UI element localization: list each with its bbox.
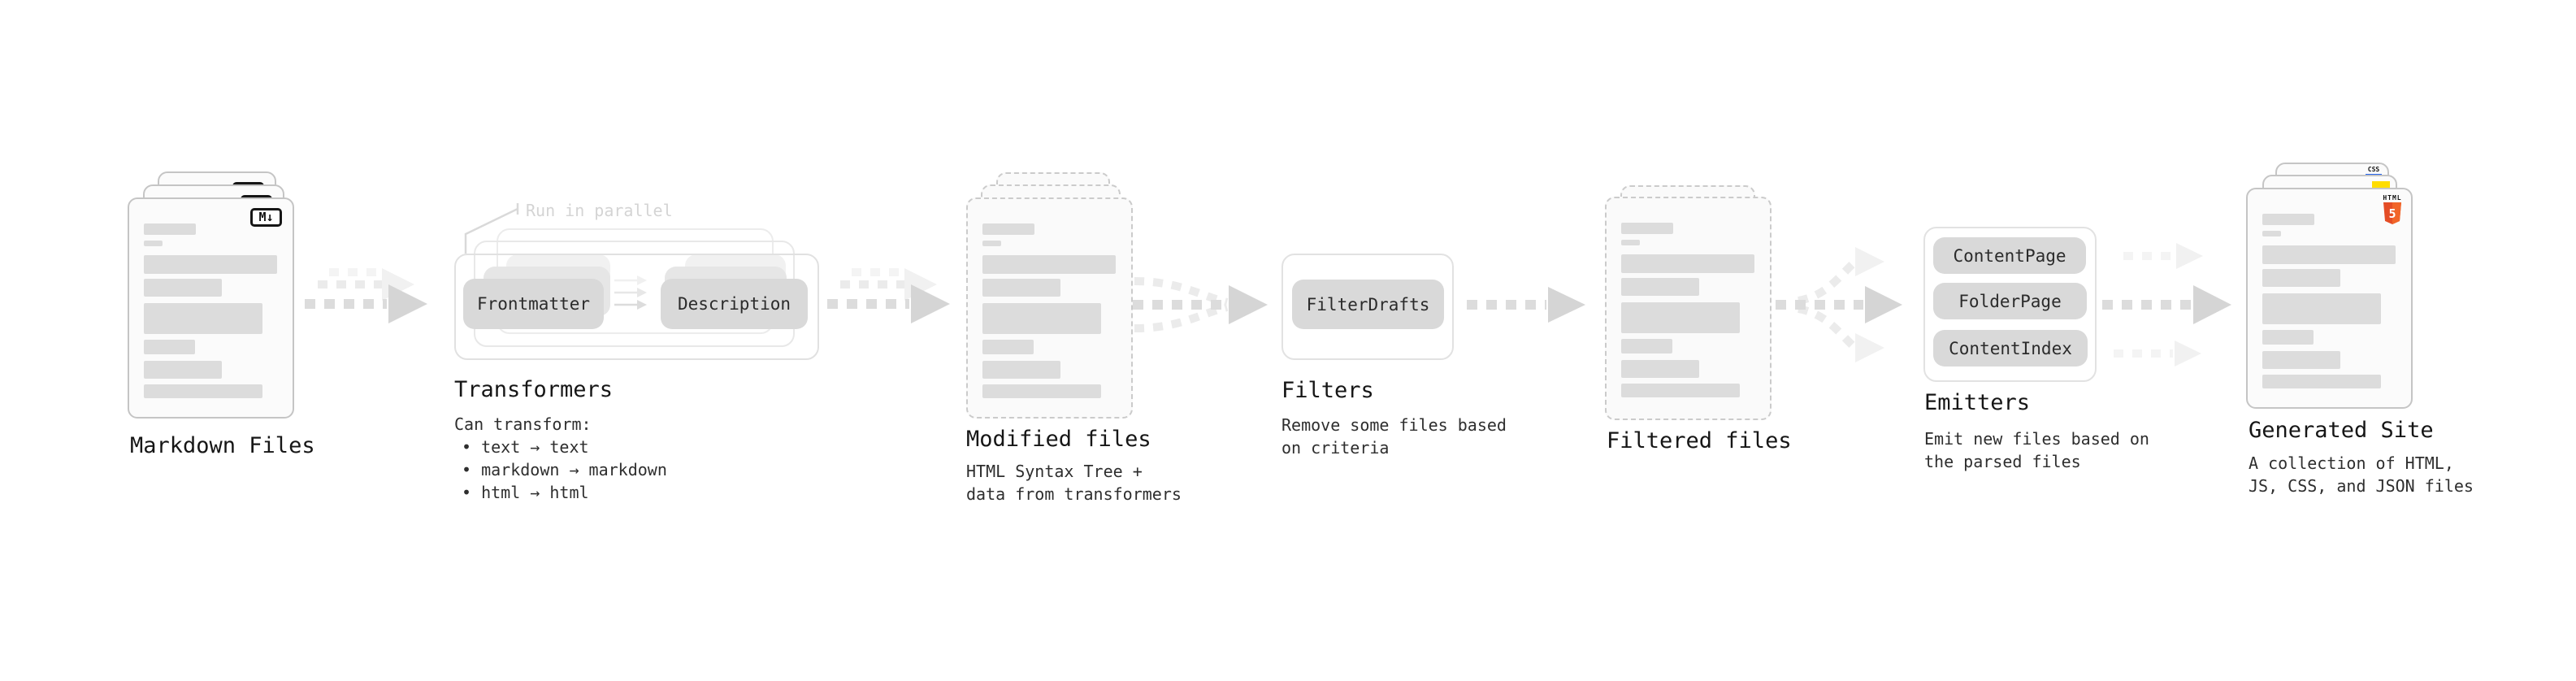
emitters-description: Emit new files based on the parsed files (1924, 429, 2149, 471)
filterdrafts-pill: FilterDrafts (1292, 280, 1444, 329)
modified-files-description: HTML Syntax Tree + data from transformer… (966, 462, 1182, 504)
contentindex-pill: ContentIndex (1933, 330, 2088, 367)
html5-icon: HTML 5 (2383, 194, 2402, 228)
folderpage-pill: FolderPage (1933, 283, 2087, 319)
flow-arrow-merge-to-filters (1133, 277, 1268, 332)
run-in-parallel-annotation: Run in parallel (526, 201, 673, 220)
description-pill: Description (661, 279, 808, 329)
transformer-inner-arrows (614, 275, 647, 310)
flow-arrow-files-to-transformers (305, 268, 427, 323)
modified-files-label: Modified files (966, 427, 1151, 452)
flow-arrow-branch-to-emitters (1776, 247, 1902, 362)
generated-site-label: Generated Site (2249, 418, 2434, 443)
markdown-icon: M↓ (250, 208, 282, 227)
filtered-doc-front (1605, 197, 1772, 420)
generated-doc-front: HTML 5 (2246, 188, 2413, 409)
filters-description: Remove some files based on criteria (1281, 415, 1507, 458)
transformers-description: Can transform: • text → text • markdown … (454, 414, 667, 502)
generated-site-description: A collection of HTML, JS, CSS, and JSON … (2249, 453, 2474, 496)
markdown-files-label: Markdown Files (130, 433, 315, 458)
flow-arrow-filters-to-filtered (1467, 287, 1585, 323)
modified-doc-front (966, 197, 1133, 419)
flow-arrow-transformers-to-modified (827, 268, 950, 323)
filters-label: Filters (1281, 378, 1374, 403)
markdown-doc-front: M↓ (128, 197, 294, 419)
flow-arrows-emitters-to-generated (2102, 243, 2231, 367)
transformers-panel-front (454, 254, 819, 360)
emitters-label: Emitters (1924, 390, 2031, 415)
transformers-label: Transformers (454, 377, 614, 402)
frontmatter-pill: Frontmatter (463, 279, 604, 329)
svg-text:5: 5 (2388, 206, 2396, 221)
contentpage-pill: ContentPage (1933, 237, 2086, 274)
filtered-files-label: Filtered files (1607, 428, 1792, 453)
annotation-callout-line (464, 203, 519, 254)
